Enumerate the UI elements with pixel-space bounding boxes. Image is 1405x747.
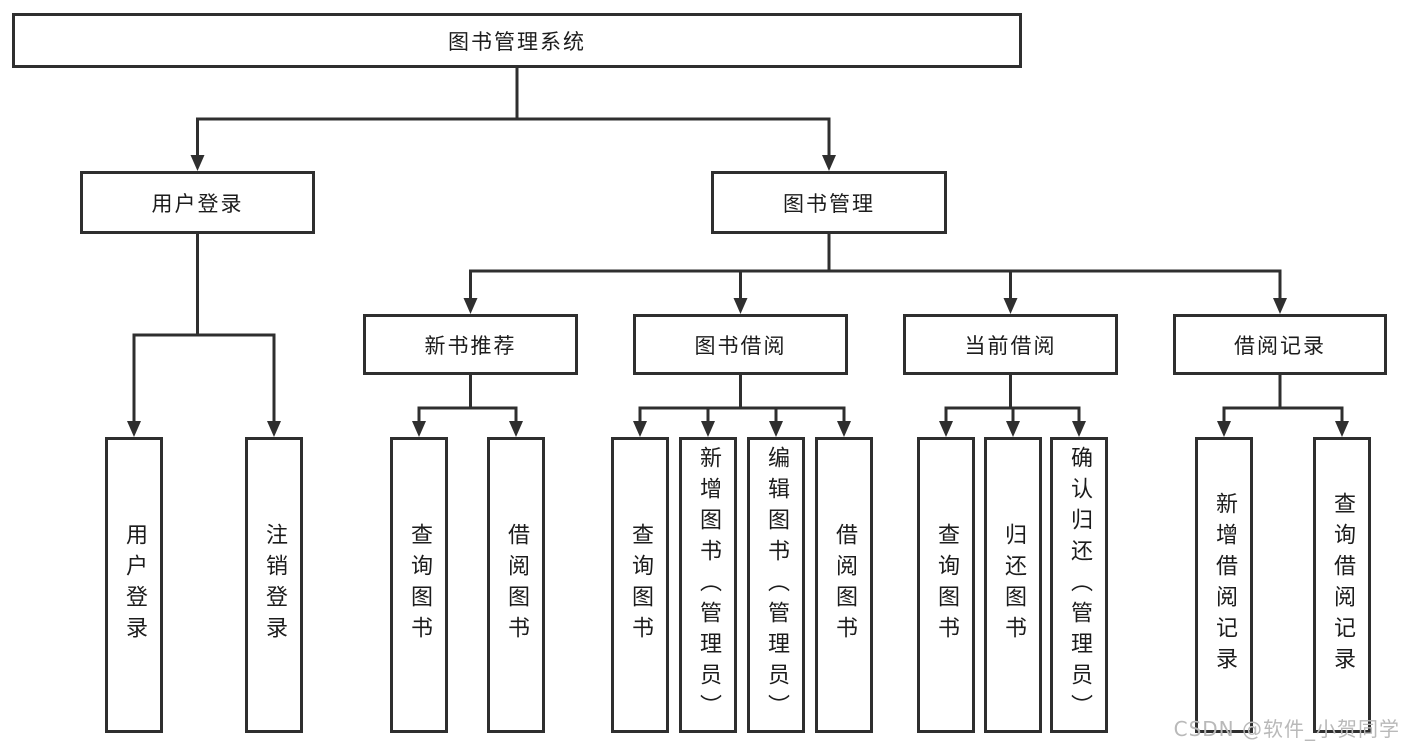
leaf-return-book-label: 归还图书 — [1001, 523, 1026, 647]
node-book-management-label: 图书管理 — [783, 191, 875, 216]
leaf-borrow-books-borrowing: 借阅图书 — [815, 437, 873, 733]
leaf-confirm-return-admin: 确认归还（管理员） — [1050, 437, 1108, 733]
node-new-book-recommend: 新书推荐 — [363, 314, 578, 375]
node-borrowing-records-label: 借阅记录 — [1234, 333, 1326, 358]
csdn-watermark: CSDN @软件_小贺同学 — [1173, 717, 1400, 741]
node-book-borrowing: 图书借阅 — [633, 314, 848, 375]
leaf-add-borrow-record-label: 新增借阅记录 — [1212, 492, 1237, 678]
leaf-logout-label: 注销登录 — [262, 523, 287, 647]
node-book-management: 图书管理 — [711, 171, 947, 234]
leaf-add-book-admin-label: 新增图书（管理员） — [696, 445, 721, 725]
leaf-user-login: 用户登录 — [105, 437, 163, 733]
leaf-query-books-recommend: 查询图书 — [390, 437, 448, 733]
node-book-borrowing-label: 图书借阅 — [694, 333, 787, 358]
leaf-query-books-borrowing: 查询图书 — [611, 437, 669, 733]
node-system-root: 图书管理系统 — [12, 13, 1022, 68]
node-system-root-label: 图书管理系统 — [448, 29, 586, 54]
leaf-query-books-current: 查询图书 — [917, 437, 975, 733]
leaf-confirm-return-admin-label: 确认归还（管理员） — [1067, 445, 1092, 725]
leaf-edit-book-admin-label: 编辑图书（管理员） — [764, 445, 789, 725]
leaf-query-books-current-label: 查询图书 — [934, 523, 959, 647]
node-current-borrowing-label: 当前借阅 — [964, 333, 1057, 358]
leaf-logout: 注销登录 — [245, 437, 303, 733]
node-new-book-recommend-label: 新书推荐 — [424, 333, 517, 358]
node-user-login-label: 用户登录 — [151, 191, 244, 216]
leaf-user-login-label: 用户登录 — [122, 523, 147, 647]
leaf-return-book: 归还图书 — [984, 437, 1042, 733]
node-user-login: 用户登录 — [80, 171, 315, 234]
leaf-borrow-books-recommend-label: 借阅图书 — [504, 523, 529, 647]
leaf-borrow-books-borrowing-label: 借阅图书 — [832, 523, 857, 647]
leaf-borrow-books-recommend: 借阅图书 — [487, 437, 545, 733]
leaf-query-books-recommend-label: 查询图书 — [407, 523, 432, 647]
leaf-query-books-borrowing-label: 查询图书 — [628, 523, 653, 647]
leaf-add-borrow-record: 新增借阅记录 — [1195, 437, 1253, 733]
leaf-query-borrow-record-label: 查询借阅记录 — [1330, 492, 1355, 678]
leaf-query-borrow-record: 查询借阅记录 — [1313, 437, 1371, 733]
leaf-add-book-admin: 新增图书（管理员） — [679, 437, 737, 733]
node-current-borrowing: 当前借阅 — [903, 314, 1118, 375]
node-borrowing-records: 借阅记录 — [1173, 314, 1387, 375]
leaf-edit-book-admin: 编辑图书（管理员） — [747, 437, 805, 733]
